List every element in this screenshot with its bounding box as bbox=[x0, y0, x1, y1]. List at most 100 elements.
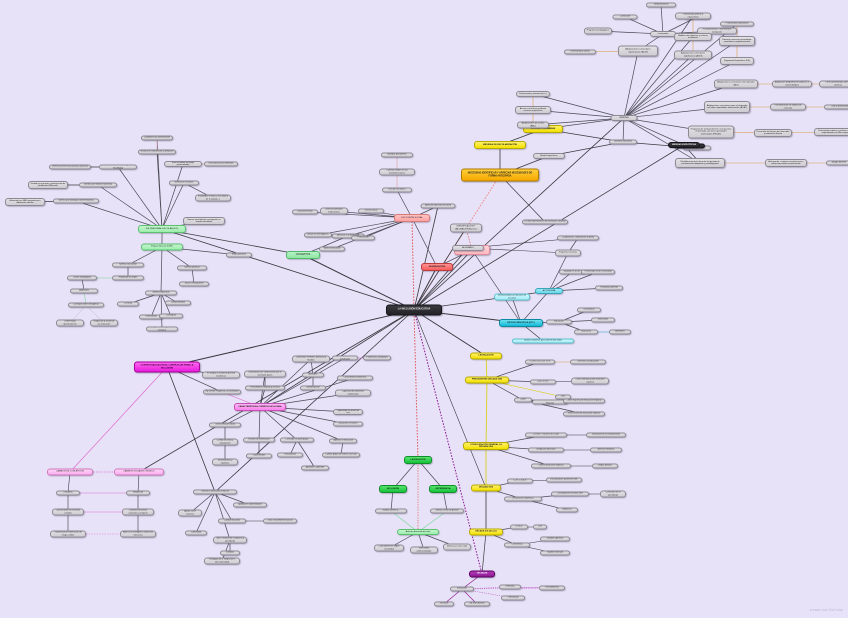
mindmap-node-verde-conceptos[interactable]: CONCEPTOS bbox=[286, 251, 320, 259]
mindmap-node-relacionado[interactable]: Relacionado con conocimiento que el alum… bbox=[244, 370, 286, 378]
mindmap-node-sist-educativo[interactable]: Sistema educativo bbox=[609, 139, 637, 145]
mindmap-node-medidas-prevalentes[interactable]: Medidas prevalentes bbox=[381, 152, 413, 158]
mindmap-node-prog-especificos[interactable]: Programas Específicos (PE) bbox=[720, 57, 754, 65]
mindmap-node-formativa-p[interactable]: Formativa bbox=[499, 584, 521, 590]
mindmap-node-criterios-creacion[interactable]: Criterios críticos para creación bbox=[193, 489, 237, 495]
mindmap-node-des-profesional[interactable]: Aula de desarrollo del aula bbox=[397, 529, 439, 535]
mindmap-node-normas-recursos[interactable]: Normas en recursos bbox=[169, 180, 199, 186]
mindmap-node-orange-main[interactable]: NECESIDAD IDENTIFICAR Y APRECIAR NECESID… bbox=[461, 168, 539, 182]
mindmap-node-transformacion-social[interactable]: Transformación social bbox=[209, 422, 241, 428]
mindmap-node-pedagogia-integracion[interactable]: Pedagogía de la integración e intercultu… bbox=[204, 557, 240, 565]
mindmap-node-centro-nac-ed[interactable]: Centro Nacional de Educación Especial bbox=[563, 398, 605, 404]
mindmap-node-centro-educ-esp[interactable]: Centros Educación Especial bbox=[531, 463, 571, 469]
mindmap-node-como-nivelaciones[interactable]: Juicio a nivelaciones bbox=[179, 281, 209, 287]
mindmap-node-exclusion[interactable]: EXCLUSIÓN SOCIAL bbox=[394, 214, 430, 222]
mindmap-node-aprender-a-prender[interactable]: Aprender a aprender bbox=[301, 465, 329, 471]
mindmap-node-consolidacion-escuelas[interactable]: Consolidación escuelas NEE bbox=[551, 491, 589, 497]
mindmap-node-otros-conocimientos[interactable]: Otros conocimientos básicos bbox=[263, 518, 297, 524]
mindmap-node-derechos-principios[interactable]: Derechos principios fundamentos bbox=[320, 207, 348, 215]
mindmap-node-metodos[interactable]: Métodos bbox=[220, 550, 240, 556]
mindmap-node-etiquetaje[interactable]: Etiquetaje de origen bbox=[112, 275, 144, 281]
mindmap-node-anticipacion[interactable]: Anticipación, comienzo escolarización o … bbox=[765, 159, 807, 167]
mindmap-node-purple-main[interactable]: TÉCNICAS bbox=[469, 570, 495, 578]
mindmap-node-normas-acceso[interactable]: Normas de acceso según flexibilidad bbox=[99, 164, 137, 170]
mindmap-node-integracion-edu[interactable]: Integración educativa bbox=[528, 447, 564, 453]
mindmap-node-calidad-ed[interactable]: Calidad educativa bbox=[218, 518, 246, 524]
mindmap-node-hub-acciones[interactable]: Acciones bbox=[610, 115, 638, 121]
mindmap-node-ambientes[interactable]: Ambientes bbox=[609, 329, 631, 335]
mindmap-node-adaptacion-prog[interactable]: Adaptación programación didáctica a nive… bbox=[772, 80, 812, 88]
mindmap-node-conocimientos-dinamicos[interactable]: Conocimientos dinámicos bbox=[337, 375, 373, 381]
mindmap-node-normativa-apoyo[interactable]: Resolución de la escolarización bbox=[586, 432, 626, 438]
mindmap-node-normas-grupos[interactable]: Normas centro de gestión bbox=[430, 508, 464, 514]
mindmap-node-concepto-d[interactable]: Conceptos bbox=[159, 313, 183, 319]
mindmap-node-cambios-sociales[interactable]: CAMBIOS SOCIALES / MODELO bbox=[114, 468, 164, 476]
mindmap-node-cyan-bottom[interactable]: Autoría asistencia para alumno diversida… bbox=[512, 338, 574, 344]
mindmap-node-eje-instrumentos[interactable]: Eje instrumentos bbox=[464, 601, 490, 607]
mindmap-node-constitucion[interactable]: CONSTITUCIÓN 1978 bbox=[525, 359, 555, 365]
mindmap-node-relaciones[interactable]: Relaciones bbox=[574, 329, 598, 335]
mindmap-node-inclusion-v[interactable]: INCLUSIÓN bbox=[379, 485, 407, 493]
mindmap-node-inclusion-pub[interactable]: Inclusión pública y educativa en escuela… bbox=[494, 293, 530, 301]
mindmap-node-adapt-acceso[interactable]: Adaptaciones de acceso (AAC) bbox=[517, 121, 549, 129]
mindmap-node-curriculo-n[interactable]: Currículo bbox=[117, 301, 139, 307]
mindmap-node-transmision-info[interactable]: Transmisión de información del riesgo ca… bbox=[50, 530, 86, 538]
mindmap-node-atencion-educativa[interactable]: Atención educativa inclusiva bbox=[420, 203, 456, 209]
mindmap-node-prog-enriq[interactable]: Programas de enriquecimiento curricular … bbox=[688, 125, 734, 139]
mindmap-node-derecho-educacion[interactable]: Derecho a la educación bbox=[570, 359, 606, 365]
mindmap-node-desarrollo-moral[interactable]: Desarrollo moral bbox=[292, 209, 318, 215]
mindmap-node-estabilidad-primaria[interactable]: Estabilidad Primaria y Secundaria de la … bbox=[195, 194, 231, 202]
mindmap-node-normas-partic[interactable]: Normas participación y progresión en eta… bbox=[183, 217, 225, 225]
mindmap-node-profesorado-tutoria[interactable]: Profesorado y tutoría bbox=[564, 49, 596, 55]
mindmap-node-respeto-diversidad[interactable]: Modelo diverso y... bbox=[375, 508, 407, 514]
mindmap-node-procedimientos-p[interactable]: Procedimientos bbox=[539, 585, 565, 591]
mindmap-node-etapa-posterior[interactable]: Etapa posterior bbox=[226, 252, 252, 258]
mindmap-node-potenciar-procesos[interactable]: Potenciar procesos aprendizaje-enseñanza… bbox=[719, 36, 755, 46]
mindmap-node-alumnado-nee[interactable]: Alumnado con NEE integrado pero débilmen… bbox=[5, 198, 45, 206]
mindmap-node-curriculum-n[interactable]: Currículum bbox=[612, 14, 638, 20]
mindmap-node-consolidacion[interactable]: CONSOLIDACIÓN GENERAL LA DÉCADA 1980 bbox=[463, 442, 509, 450]
mindmap-node-unidad-proceso[interactable]: Unidad por procesos y participación de p… bbox=[28, 181, 68, 189]
mindmap-node-green-left-2[interactable]: Etapas básicas (CSE) bbox=[141, 243, 183, 251]
mindmap-node-flex-det[interactable]: Flexibilización de la duración del perío… bbox=[675, 158, 725, 168]
mindmap-node-modif-objetivos[interactable]: Modificación objetivos y criterios evalu… bbox=[674, 33, 712, 41]
mindmap-node-prog-serv[interactable]: Programas servicios bbox=[555, 249, 581, 257]
mindmap-node-regimen-general[interactable]: Régimen (general) bbox=[540, 536, 570, 542]
mindmap-node-adapt-signif[interactable]: Adaptaciones curriculares significativas… bbox=[618, 45, 658, 57]
mindmap-node-cyan-main[interactable]: RETOS PRINCIPIOS (ETC) bbox=[499, 319, 543, 327]
mindmap-node-cyan-top[interactable]: AUTONOMÍA bbox=[535, 288, 563, 294]
mindmap-node-central[interactable]: LA INCLUSIÓN EDUCATIVA bbox=[386, 304, 442, 316]
mindmap-node-cambio-global[interactable]: Cambio global de sistema currículo bbox=[322, 452, 360, 458]
mindmap-node-integracion-r[interactable]: Integración bbox=[126, 490, 150, 496]
mindmap-node-educacion-cy[interactable]: Educación bbox=[546, 319, 572, 325]
mindmap-node-aprendizaje-verde[interactable]: LEGISLACIÓN bbox=[404, 456, 432, 464]
mindmap-node-lim-politicas[interactable]: Lim políticas bbox=[577, 307, 601, 313]
mindmap-node-sociedad-justa[interactable]: Sociedad justa y equitativa bbox=[212, 458, 238, 466]
mindmap-node-emb-adecuar[interactable]: Se integra el desarrollo proceso enseñan… bbox=[202, 371, 240, 379]
mindmap-node-capacidad-problemas[interactable]: Capacidad de problemas colaborados bbox=[335, 389, 371, 397]
mindmap-node-prof-especialista[interactable]: Profesorado especialista bbox=[720, 21, 754, 27]
mindmap-node-desarrollo-talento[interactable]: Desarrollo del talento del alumnado y mo… bbox=[754, 129, 792, 137]
mindmap-node-determinada[interactable]: Determinada genéticamente bbox=[56, 319, 84, 327]
mindmap-node-interdisciplinar[interactable]: Interdisciplinar bbox=[300, 385, 326, 391]
mindmap-node-medidas-especificas[interactable]: MEDIDAS ESPECÍFICAS bbox=[668, 142, 700, 148]
mindmap-node-justicia-social[interactable]: Justicia social bbox=[358, 208, 384, 214]
mindmap-node-coop-interv[interactable]: Co-operación, colaboración y familia bbox=[557, 235, 599, 241]
mindmap-node-concepto-inteligencia[interactable]: Concepto sobre Inteligencia bbox=[68, 302, 104, 308]
mindmap-node-tutor-prof[interactable]: Tutor y profesorado atiende alumnos bbox=[819, 80, 848, 88]
mindmap-node-organizacion-esp[interactable]: Organización espacio-temporal bbox=[146, 326, 178, 332]
mindmap-node-normas-tipologia[interactable]: Normas por tipologías discriminatorias bbox=[53, 198, 99, 204]
mindmap-node-declaracion-salamanca[interactable]: Declaración Salamanca bbox=[504, 496, 542, 502]
mindmap-node-disciplina-l[interactable]: Disciplina bbox=[56, 490, 80, 496]
mindmap-node-pensamiento-complejo[interactable]: Pensamiento complejo y holístico bbox=[245, 385, 285, 391]
mindmap-node-intercambio-prof[interactable]: Intercambio profesionalizado bbox=[410, 546, 438, 554]
mindmap-node-cambios-teoricos[interactable]: CAMBIOS DE CONCEPCIÓN bbox=[47, 468, 93, 476]
mindmap-node-contextualizacion[interactable]: CONTEXTUALIZACIÓN AL CURRÍCULUM PARA LA … bbox=[134, 361, 200, 373]
mindmap-node-objetivos-renovados[interactable]: Objetivos e innovación bbox=[329, 438, 357, 444]
mindmap-node-diferencias-como[interactable]: Diferencias como valor bbox=[443, 543, 471, 551]
mindmap-node-decada-1990[interactable]: DÉCADA 1990 bbox=[471, 484, 501, 492]
mindmap-node-conocimiento-rol[interactable]: Conocimiento de contextos variados bbox=[52, 508, 84, 516]
mindmap-node-real-decreto[interactable]: Real Decreto de Educación Especial bbox=[563, 411, 605, 417]
mindmap-node-normas-inf[interactable]: Normas en información y formación bbox=[138, 149, 176, 155]
mindmap-node-adquiridos[interactable]: Adquiridos bbox=[70, 288, 98, 294]
